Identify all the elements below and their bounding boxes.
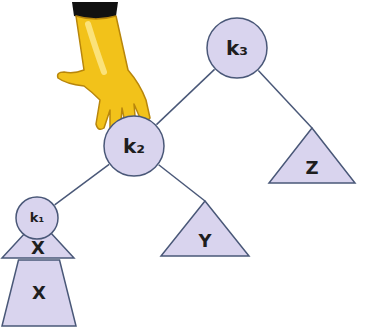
node-label: Z [305,158,318,178]
tree-edge [258,70,312,128]
tree-node-circle: k₁ [15,196,59,240]
node-label: k₁ [30,211,44,225]
subtree-triangle: X [1,259,77,327]
tree-node-circle: k₃ [206,17,268,79]
subtree-triangle: Z [268,127,356,184]
node-label: k₃ [226,37,248,59]
tree-node-circle: k₂ [103,115,165,177]
subtree-triangle: Y [160,200,250,257]
node-label: k₂ [123,135,145,157]
tree-edge [159,165,205,201]
tree-edge [55,164,109,204]
node-label: X [32,283,46,303]
node-label: Y [198,231,211,251]
tree-edge [156,69,214,124]
node-label: X [31,238,45,258]
